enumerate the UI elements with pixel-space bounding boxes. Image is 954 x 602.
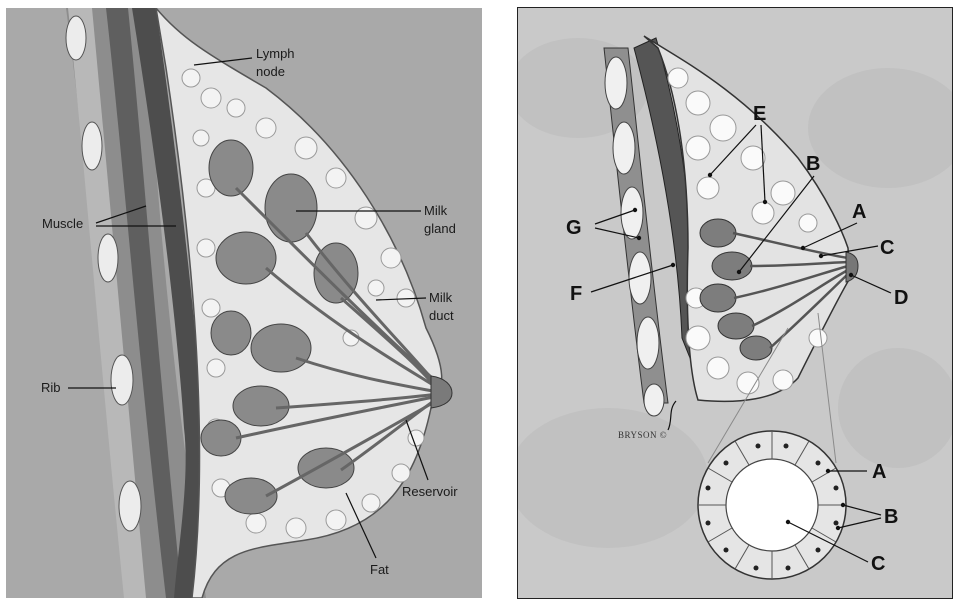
left-anatomy-diagram: Lymph node Muscle Milk gland Milk duct R… (6, 8, 482, 598)
right-anatomy-diagram: E B A C D G F BRYSON © A B C (518, 8, 952, 598)
label-reservoir: Reservoir (402, 484, 458, 499)
label-b: B (806, 153, 820, 175)
label-d: D (894, 287, 908, 309)
label-lymph-node-line2: node (256, 64, 285, 79)
left-diagram-svg: Lymph node Muscle Milk gland Milk duct R… (6, 8, 482, 598)
label-f: F (570, 283, 582, 305)
label-rib: Rib (41, 380, 61, 395)
artist-signature: BRYSON © (618, 430, 667, 440)
inset-label-a: A (872, 461, 886, 483)
label-lymph-node-line1: Lymph (256, 46, 295, 61)
inset-label-b: B (884, 506, 898, 528)
label-e: E (753, 103, 766, 125)
label-milk-gland-line2: gland (424, 221, 456, 236)
label-muscle: Muscle (42, 216, 83, 231)
label-g: G (566, 217, 582, 239)
inset-label-c: C (871, 553, 885, 575)
label-milk-duct-line2: duct (429, 308, 454, 323)
label-fat: Fat (370, 562, 389, 577)
label-milk-duct-line1: Milk (429, 290, 453, 305)
right-diagram-svg: E B A C D G F BRYSON © A B C (518, 8, 952, 598)
nipple (431, 376, 452, 408)
label-a: A (852, 201, 866, 223)
label-c: C (880, 237, 894, 259)
acinus-inset (698, 431, 846, 579)
label-milk-gland-line1: Milk (424, 203, 448, 218)
